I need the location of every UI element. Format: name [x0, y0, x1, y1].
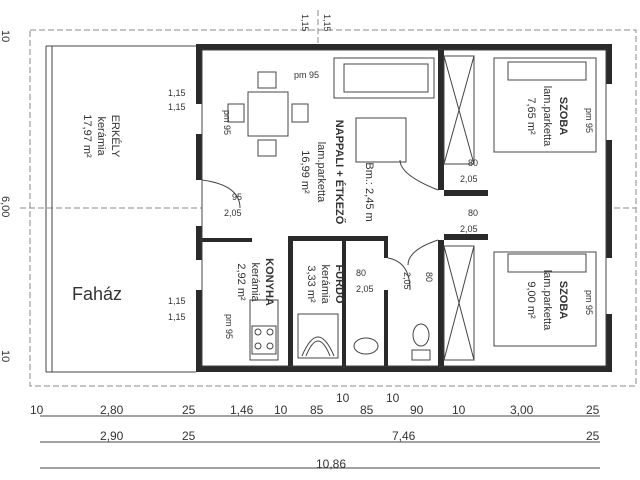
dim-2-1: 25 [182, 429, 196, 443]
room-furdo-name: FÜRDŐ [333, 264, 346, 304]
bed-top [493, 57, 597, 153]
door-szoba2 [407, 239, 439, 266]
room-szoba2-area: 9,00 m² [525, 281, 537, 319]
dim-row-1: 10 2,80 25 1,46 10 85 10 85 10 90 10 3,0… [30, 391, 600, 417]
shower-tray [297, 313, 339, 359]
room-erkely-area: 17,97 m² [81, 114, 93, 158]
room-szoba1-floor: lam.parketta [541, 86, 553, 147]
mark-door-entry-height: 2,05 [224, 208, 242, 218]
room-szoba1-name: SZOBA [557, 97, 569, 136]
mark-pm95-konyha: pm 95 [224, 314, 234, 339]
dim-1-4: 10 [274, 403, 288, 417]
door-furdo [387, 257, 411, 291]
mark-door1-width: 80 [468, 158, 478, 168]
mark-window-top-b: 1,15 [322, 14, 332, 32]
room-height: Bm.: 2,45 m [363, 162, 375, 221]
bed-bottom [493, 251, 597, 347]
mark-window-left-a: 1,15 [168, 88, 186, 98]
kitchen-counter [249, 299, 279, 361]
dim-2-3: 25 [586, 429, 600, 443]
door-szoba1 [399, 159, 439, 191]
balcony [45, 45, 196, 373]
left-dim-mid: 6,00 [0, 196, 11, 217]
mark-pm95-nappali: pm 95 [222, 110, 232, 135]
dim-row-2: 2,90 25 7,46 25 [100, 429, 600, 443]
interior-walls [202, 50, 488, 366]
dim-1-10: 10 [452, 403, 466, 417]
caption: Faház [72, 284, 122, 304]
wardrobe-bottom [443, 245, 475, 361]
room-szoba1-area: 7,65 m² [525, 97, 537, 135]
mark-window-kitchen-b: 1,15 [168, 312, 186, 322]
dim-1-9: 90 [410, 403, 424, 417]
dim-1-7: 85 [360, 403, 374, 417]
mark-door2-height: 2,05 [460, 224, 478, 234]
dim-2-2: 7,46 [392, 429, 416, 443]
dim-1-12: 25 [586, 403, 600, 417]
mark-door4-width: 80 [424, 272, 434, 282]
mark-window-kitchen-a: 1,15 [168, 296, 186, 306]
room-nappali-floor: lam.parketta [315, 142, 327, 203]
dim-1-6: 10 [336, 391, 350, 405]
mark-window-left-b: 1,15 [168, 102, 186, 112]
room-szoba2-name: SZOBA [557, 281, 569, 320]
washbasin [353, 337, 379, 355]
dim-1-1: 2,80 [100, 403, 124, 417]
toilet [411, 323, 431, 361]
mark-pm95-top: pm 95 [294, 70, 319, 80]
room-nappali-area: 16,99 m² [299, 150, 311, 194]
dim-1-0: 10 [30, 403, 44, 417]
dim-1-2: 25 [182, 403, 196, 417]
door-nappali [201, 179, 241, 209]
mark-door-entry-width: 95 [232, 192, 242, 202]
left-dim-top: 10 [0, 30, 11, 42]
mark-door3-width: 80 [356, 268, 366, 278]
dining-set [227, 71, 309, 157]
dimension-lines [40, 415, 600, 469]
dim-1-5: 85 [310, 403, 324, 417]
room-konyha-floor: kerámia [249, 262, 261, 302]
mark-door3-height: 2,05 [356, 284, 374, 294]
room-erkely-name: ERKÉLY [109, 115, 122, 158]
mark-pm95-szoba2: pm 95 [584, 290, 594, 315]
mark-door2-width: 80 [468, 208, 478, 218]
sofa [333, 57, 435, 99]
dim-1-11: 3,00 [510, 403, 534, 417]
room-erkely-floor: kerámia [95, 116, 107, 156]
room-konyha-name: KONYHA [263, 258, 275, 306]
dim-2-0: 2,90 [100, 429, 124, 443]
mark-door4-height: 2,05 [402, 272, 412, 290]
room-furdo-floor: kerámia [319, 264, 331, 304]
left-dim-bot: 10 [0, 350, 11, 362]
coffee-table [355, 117, 407, 163]
mark-door1-height: 2,05 [460, 174, 478, 184]
wardrobe-top [443, 55, 475, 165]
room-nappali-name: NAPPALI + ÉTKEZŐ [333, 120, 346, 225]
dim-1-8: 10 [386, 391, 400, 405]
room-szoba2-floor: lam.parketta [541, 270, 553, 331]
outer-walls [196, 44, 612, 372]
mark-window-top-a: 1,15 [300, 14, 310, 32]
room-konyha-area: 2,92 m² [235, 263, 247, 301]
mark-pm95-szoba1: pm 95 [584, 108, 594, 133]
dim-1-3: 1,46 [230, 403, 254, 417]
dim-total: 10,86 [316, 457, 346, 471]
room-furdo-area: 3,33 m² [305, 265, 317, 303]
